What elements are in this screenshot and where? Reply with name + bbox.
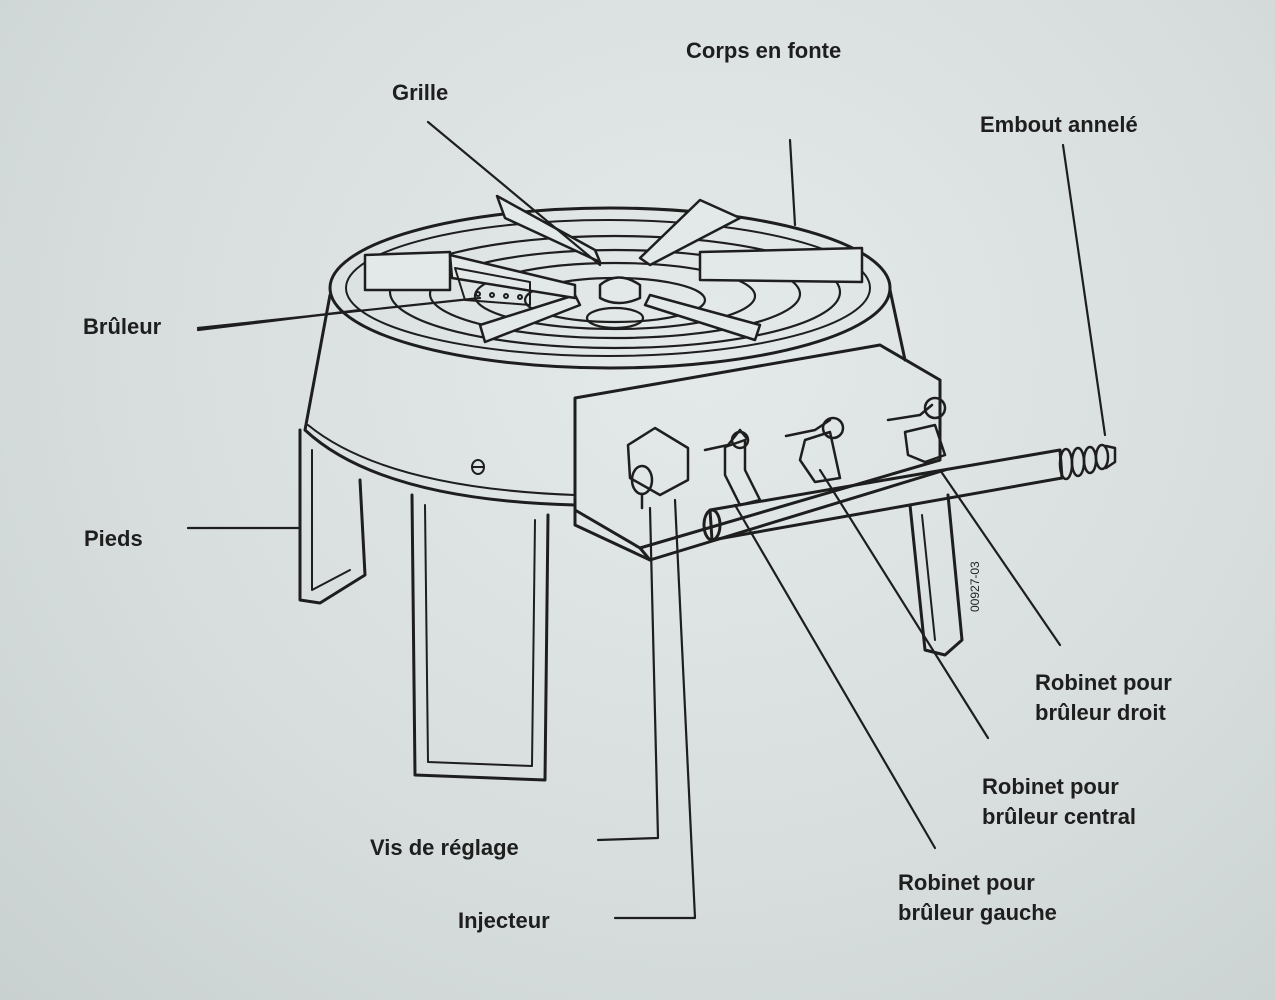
label-robinet-gauche: Robinet pour brûleur gauche bbox=[898, 868, 1057, 928]
label-corps-en-fonte: Corps en fonte bbox=[686, 38, 842, 63]
body-screw bbox=[471, 459, 485, 475]
tap-left bbox=[703, 428, 762, 507]
label-robinet-gauche-line1: Robinet pour bbox=[898, 870, 1035, 895]
gas-pipe bbox=[702, 448, 1064, 542]
label-vis-de-reglage: Vis de réglage bbox=[370, 835, 519, 860]
leader-lines bbox=[186, 120, 1107, 920]
leg-front bbox=[410, 493, 550, 782]
tap-right bbox=[886, 396, 947, 464]
label-robinet-central-line2: brûleur central bbox=[982, 804, 1137, 829]
leg-left bbox=[298, 428, 367, 605]
drawing-code: 00927-03 bbox=[968, 561, 982, 612]
tap-center bbox=[784, 416, 845, 484]
label-robinet-droit: Robinet pour brûleur droit bbox=[1035, 668, 1172, 728]
control-box bbox=[573, 343, 947, 562]
label-injecteur: Injecteur bbox=[458, 908, 550, 933]
label-pieds: Pieds bbox=[84, 526, 143, 551]
center-burner-cap bbox=[598, 276, 642, 305]
ringed-hose-end bbox=[1058, 443, 1117, 481]
left-burner-bar bbox=[454, 267, 531, 306]
label-bruleur: Brûleur bbox=[83, 314, 162, 339]
label-robinet-droit-line1: Robinet pour bbox=[1035, 670, 1172, 695]
label-robinet-droit-line2: brûleur droit bbox=[1035, 700, 1166, 725]
label-robinet-gauche-line2: brûleur gauche bbox=[898, 900, 1057, 925]
label-grille: Grille bbox=[392, 80, 449, 105]
injector-block bbox=[626, 426, 690, 510]
label-robinet-central-line1: Robinet pour bbox=[982, 774, 1119, 799]
grille bbox=[363, 194, 864, 344]
cast-iron-body bbox=[303, 206, 907, 507]
label-robinet-central: Robinet pour brûleur central bbox=[982, 772, 1136, 832]
leg-right bbox=[908, 493, 964, 657]
label-embout-annele: Embout annelé bbox=[980, 112, 1138, 137]
